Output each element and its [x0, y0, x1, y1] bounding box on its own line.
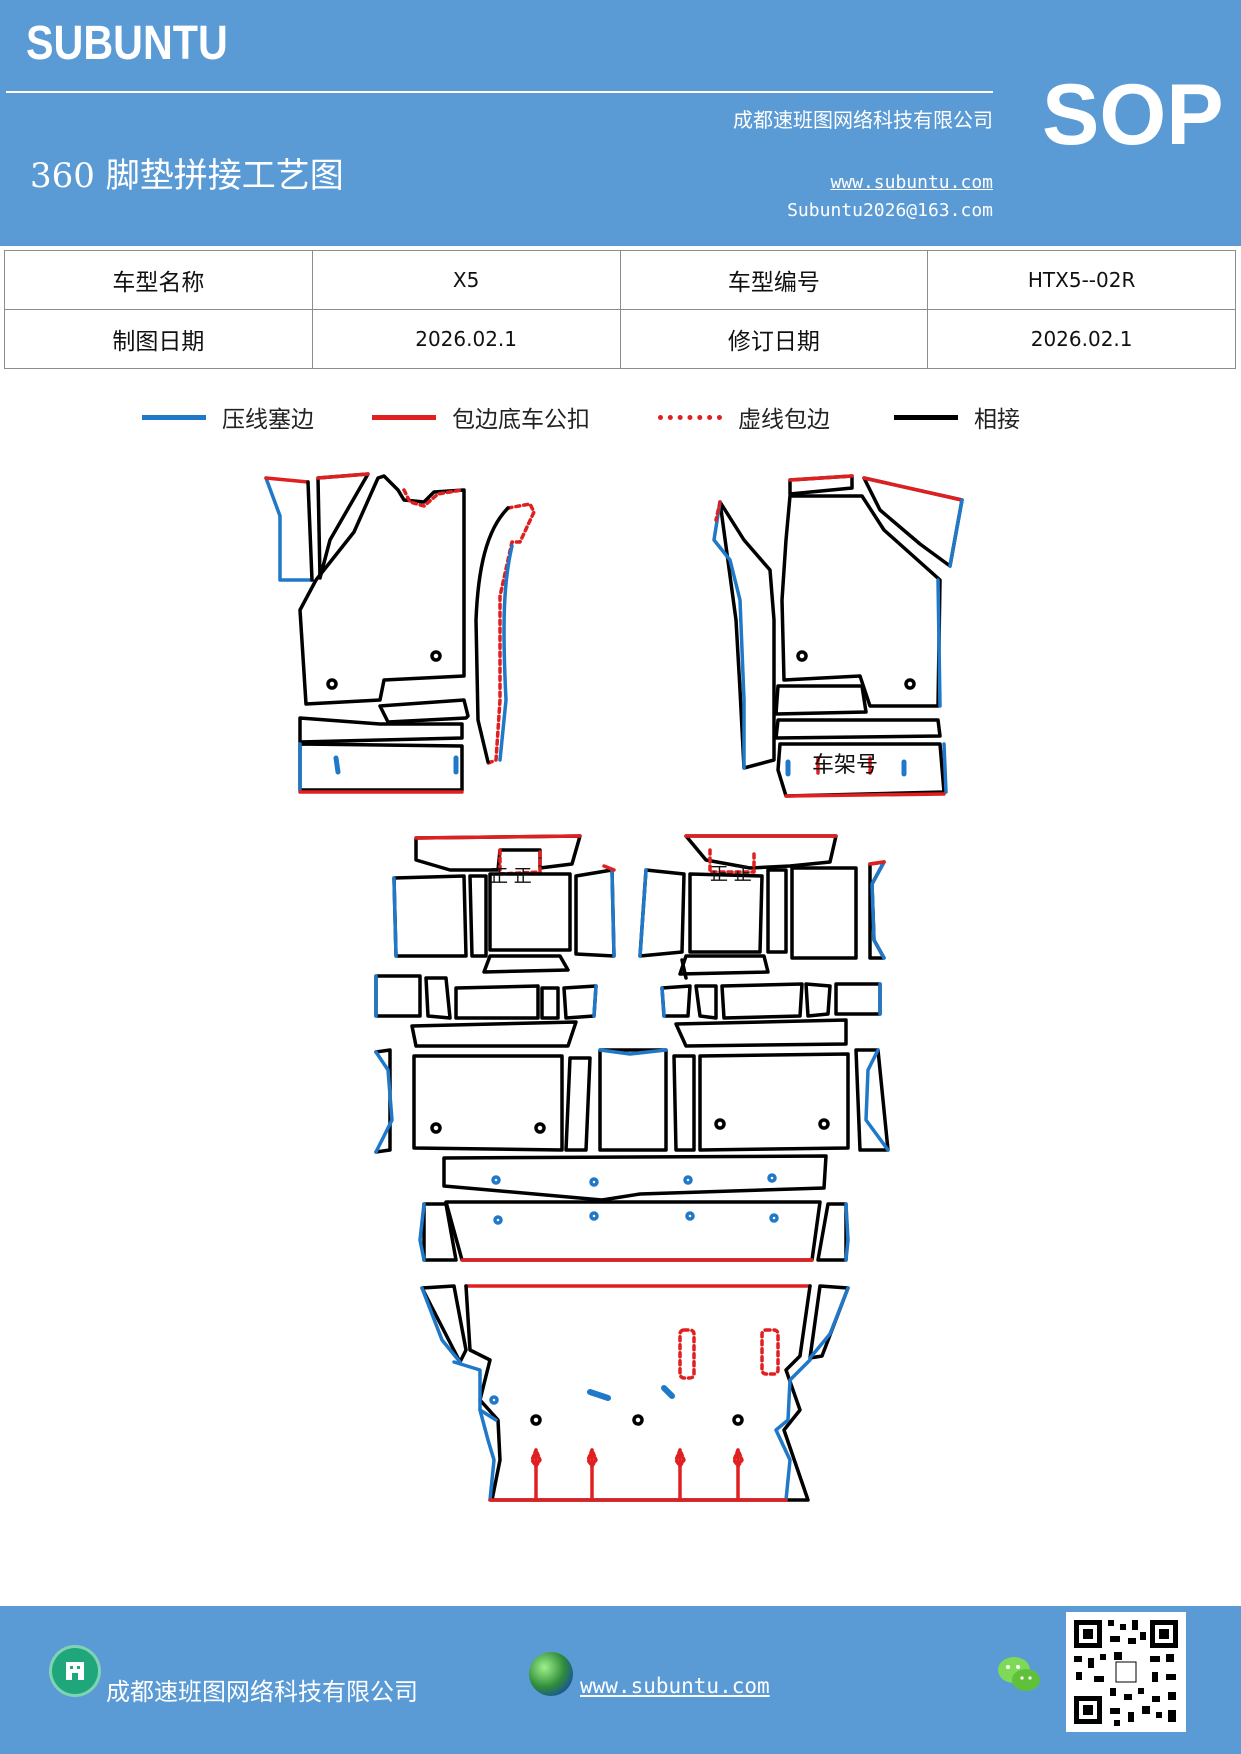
legend-label: 压线塞边: [222, 407, 314, 433]
header-banner: SUBUNTU 成都速班图网络科技有限公司 360 脚垫拼接工艺图 www.su…: [0, 0, 1241, 246]
model-code-label: 车型编号: [619, 250, 929, 310]
legend-label: 虚线包边: [738, 407, 830, 433]
globe-icon: [529, 1652, 573, 1696]
table-row: 制图日期 2026.02.1 修订日期 2026.02.1: [4, 309, 1236, 369]
legend-label: 相接: [974, 407, 1020, 433]
front-mark-right: 正 正: [710, 864, 752, 885]
model-name-label: 车型名称: [4, 250, 313, 310]
legend-item-dotted: 虚线包边: [658, 400, 830, 434]
wechat-icon: [998, 1657, 1040, 1691]
rear-trunk-mat: [420, 1284, 850, 1502]
footer-banner: 成都速班图网络科技有限公司 www.subuntu.com: [0, 1606, 1241, 1754]
draw-date-value: 2026.02.1: [311, 309, 621, 369]
front-left-mat: [264, 472, 536, 794]
front-right-mat: [712, 474, 964, 798]
legend-item-blue: 压线塞边: [142, 400, 314, 434]
brand-logo: SUBUNTU: [26, 17, 228, 70]
legend: 压线塞边 包边底车公扣 虚线包边 相接: [0, 400, 1241, 440]
info-table: 车型名称 X5 车型编号 HTX5--02R 制图日期 2026.02.1 修订…: [4, 250, 1236, 369]
front-mark-left: 正 正: [490, 866, 532, 887]
website-link[interactable]: www.subuntu.com: [830, 172, 993, 193]
email-text: Subuntu2026@163.com: [787, 200, 993, 221]
mat-splicing-diagram: 车架号 正 正 正 正: [264, 472, 964, 1502]
legend-item-black: 相接: [894, 400, 1020, 434]
legend-swatch-red: [372, 414, 436, 420]
table-row: 车型名称 X5 车型编号 HTX5--02R: [4, 250, 1236, 310]
draw-date-label: 制图日期: [4, 309, 313, 369]
qr-code: [1066, 1612, 1186, 1732]
revise-date-value: 2026.02.1: [927, 309, 1236, 369]
legend-label: 包边底车公扣: [452, 407, 590, 433]
page-title: 360 脚垫拼接工艺图: [30, 156, 344, 196]
footer-company-name: 成都速班图网络科技有限公司: [106, 1678, 418, 1706]
model-name-value: X5: [311, 250, 621, 310]
vin-label: 车架号: [812, 753, 878, 778]
middle-mat-set: [374, 834, 890, 1262]
company-name: 成都速班图网络科技有限公司: [733, 108, 993, 132]
header-divider: [6, 91, 993, 93]
legend-swatch-blue: [142, 414, 206, 420]
legend-swatch-dotted: [658, 414, 722, 420]
revise-date-label: 修订日期: [619, 309, 929, 369]
legend-swatch-black: [894, 414, 958, 420]
sop-badge: SOP: [1042, 67, 1224, 163]
footer-website-link[interactable]: www.subuntu.com: [580, 1674, 770, 1698]
model-code-value: HTX5--02R: [927, 250, 1236, 310]
legend-item-red: 包边底车公扣: [372, 400, 590, 434]
building-icon: [52, 1648, 98, 1694]
